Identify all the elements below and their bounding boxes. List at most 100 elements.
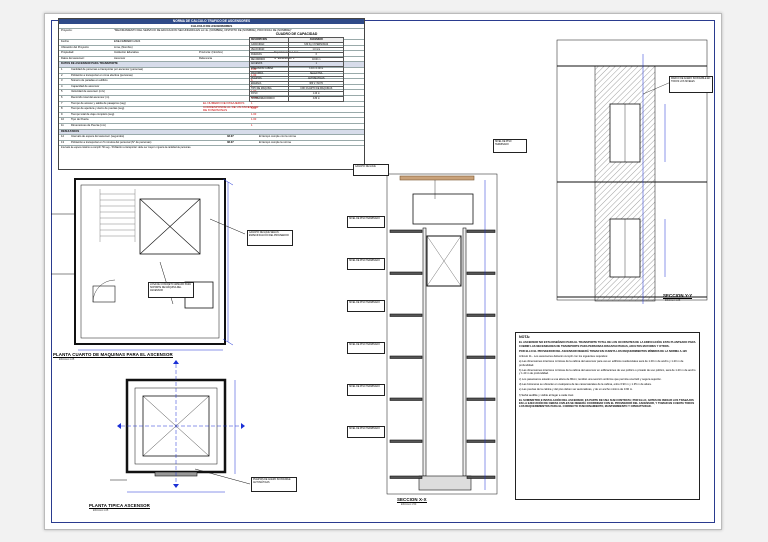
calc-value: Ascensor [114,56,126,60]
calc-result-remark: El tiempo cumple la norma [259,140,291,144]
calc-item-text: Velocidad de ascensor (m/s) [71,90,105,94]
note-p4: a) Las dimensiones interiores mínimas de… [519,360,684,367]
calc-item-value: 1.00 [251,118,257,122]
calc-item-text: Tiempo de apertura y cierre de puertas (… [71,107,125,111]
title-section-x-text: SECCION X-X [397,497,427,502]
sheet-border [51,20,715,523]
calc-result-num: 13 [61,140,64,144]
calc-result-remark: El tiempo cumple con la norma [259,135,296,139]
calc-item-num: 9 [61,112,63,116]
note-p9: f) Señal audible y visible al llegar a c… [519,393,574,397]
section-x [386,173,498,495]
roof-slab [399,175,475,181]
title-machine-room: PLANTA CUARTO DE MAQUINAS PARA EL ASCENS… [53,352,173,358]
calc-value: Institución Educativa [114,51,139,55]
calc-item-text: Tipo de Puerta [71,118,89,122]
calc-item-num: 3 [61,79,63,83]
calc-section-results: RESULTADOS [59,128,364,135]
calc-item-row: 10 Tipo de Puerta 1.00 [59,117,364,123]
callout-floor-level: NIVEL DE PISO TERMINADO [347,342,385,354]
calc-value: Provincia: (Nombre) [199,51,223,55]
note-title: NOTA: [519,335,531,339]
calc-row-project: Proyecto:"MEJORAMIENTO DEL SERVICIO DE E… [59,28,364,39]
callout-door-frame: MARCO DE ACERO INOXIDABLE EN TODOS LOS N… [669,76,713,93]
callout-floor-level: NIVEL DE PISO TERMINADO [347,300,385,312]
title-typical-plan-text: PLANTA TIPICA ASCENSOR [89,503,150,508]
calc-result-num: 12 [61,135,64,139]
stair-treads [99,189,136,242]
calc-item-text: Número de paradas en edificio [71,79,108,83]
floor-slab-right [466,439,496,443]
scale-section-x: ESCALA 1:50 [401,503,417,506]
calc-key: Propiedad: [61,51,74,55]
capacity-title: CUADRO DE CAPACIDAD [275,32,318,36]
calc-key: Proyecto: [61,29,73,32]
calc-item-text: Tiempo de acceso y salida de pasajeros (… [71,101,126,105]
callout-floor-level: NIVEL DE PISO TERMINADO [347,426,385,438]
machine-base [139,198,201,255]
calc-item-text: Tiempo total de viaje completo (seg) [71,112,115,116]
drawing-canvas [51,39,708,495]
note-p8: e) Las puertas de la cabina y del piso d… [519,388,633,392]
floor-slab-left [389,271,423,275]
title-typical-plan: PLANTA TIPICA ASCENSOR [89,503,150,509]
calc-item-num: 7 [61,101,63,105]
calc-key: Datos del ascensor: [61,56,85,60]
calc-header: NORMA DE CALCULO TRAFICO DE ASCENSORES [59,19,364,24]
calc-key: Fecha: [61,40,70,43]
calc-item-text: Población a transportar en zona efectiva… [71,73,133,77]
calc-item-text: Capacidad de ascensor [71,84,100,88]
capacity-key: SOBRERRECORRIDO [248,95,290,102]
calc-result-text: Población a transportar en 5 minutos del… [71,140,152,144]
scale-machine-room: ESCALA 1:25 [59,358,75,361]
calc-section-label: DATOS DE ASCENSOR PARA TRANSPORTE [61,62,118,66]
floor-slab-right [466,271,496,275]
calc-result-text: Intervalo de espera del ascensor (segund… [71,135,125,139]
calc-result-value: 32.07 [227,135,234,139]
callout-section-x-floor: NIVEL DE PISO TERMINADO [493,139,527,153]
axis-markers [117,360,245,488]
floor-slab-right [466,313,496,317]
callout-floor-level: NIVEL DE PISO TERMINADO [347,384,385,396]
callout-hoist-hook: GANCHO DE IZAJE SEGÚN ESPECIFICACIÓN DEL… [247,230,293,246]
calc-item-value: 5.00 [251,107,257,111]
calc-result-row: 13 Población a transportar en 5 minutos d… [59,139,364,146]
rail-right [462,227,467,477]
title-section-x: SECCION X-X [397,497,427,503]
typical-plan-dim-lines [121,364,241,493]
calc-subheader: CALCULO DE ASCENSORES [190,24,233,28]
calc-section-data: DATOS DE ASCENSOR PARA TRANSPORTE [59,61,364,67]
capacity-value: 3.80 m [288,95,344,102]
floor-slab-right [466,475,496,479]
floor-slab-left [389,229,423,233]
callout-floor-level: NIVEL DE PISO TERMINADO [347,216,385,228]
machine-room-dim-lines [78,178,234,351]
callout-machine-slab: LOSA DE CONCRETO ARMADO PARA SOPORTE DE … [148,282,194,298]
calc-item-num: 1 [61,67,63,71]
calc-item-num: 6 [61,95,63,99]
callout-typical-doors: PUERTAS DE ACERO INOXIDABLE AUTOMÁTICAS [251,477,297,492]
note-p6: c) Los pasamanos estarán a una altura de… [519,377,662,381]
floor-slab-right [466,229,496,233]
calc-row-location: Ubicación del Proyecto:Lima, (Nombre) [59,44,364,51]
floor-slab-left [389,475,423,479]
note-p3: Artículo 11.- Los ascensores deberán cum… [519,355,608,359]
calc-item-num: 10 [61,118,64,122]
calc-red-note: EL NÚMERO DE PASAJEROS CORRESPONDE AL DE… [203,101,259,113]
calc-footnote: Intervalo de espera máximo a cumplir: 50… [59,145,364,151]
typical-elevator-plan [110,378,227,481]
calc-item-value: 1 [251,101,253,105]
calc-value: Lima, (Nombre) [114,45,133,49]
calc-item-num: 11 [61,123,64,127]
calc-item-num: 2 [61,73,63,77]
rail-left [422,227,427,477]
calc-value: ENE-FEBRERO-2024 [114,40,141,43]
section-x-outline [386,173,498,495]
title-section-y: SECCION Y-Y [663,293,693,299]
calc-result-value: 36.07 [227,140,234,144]
machine-room-plan [51,178,226,345]
